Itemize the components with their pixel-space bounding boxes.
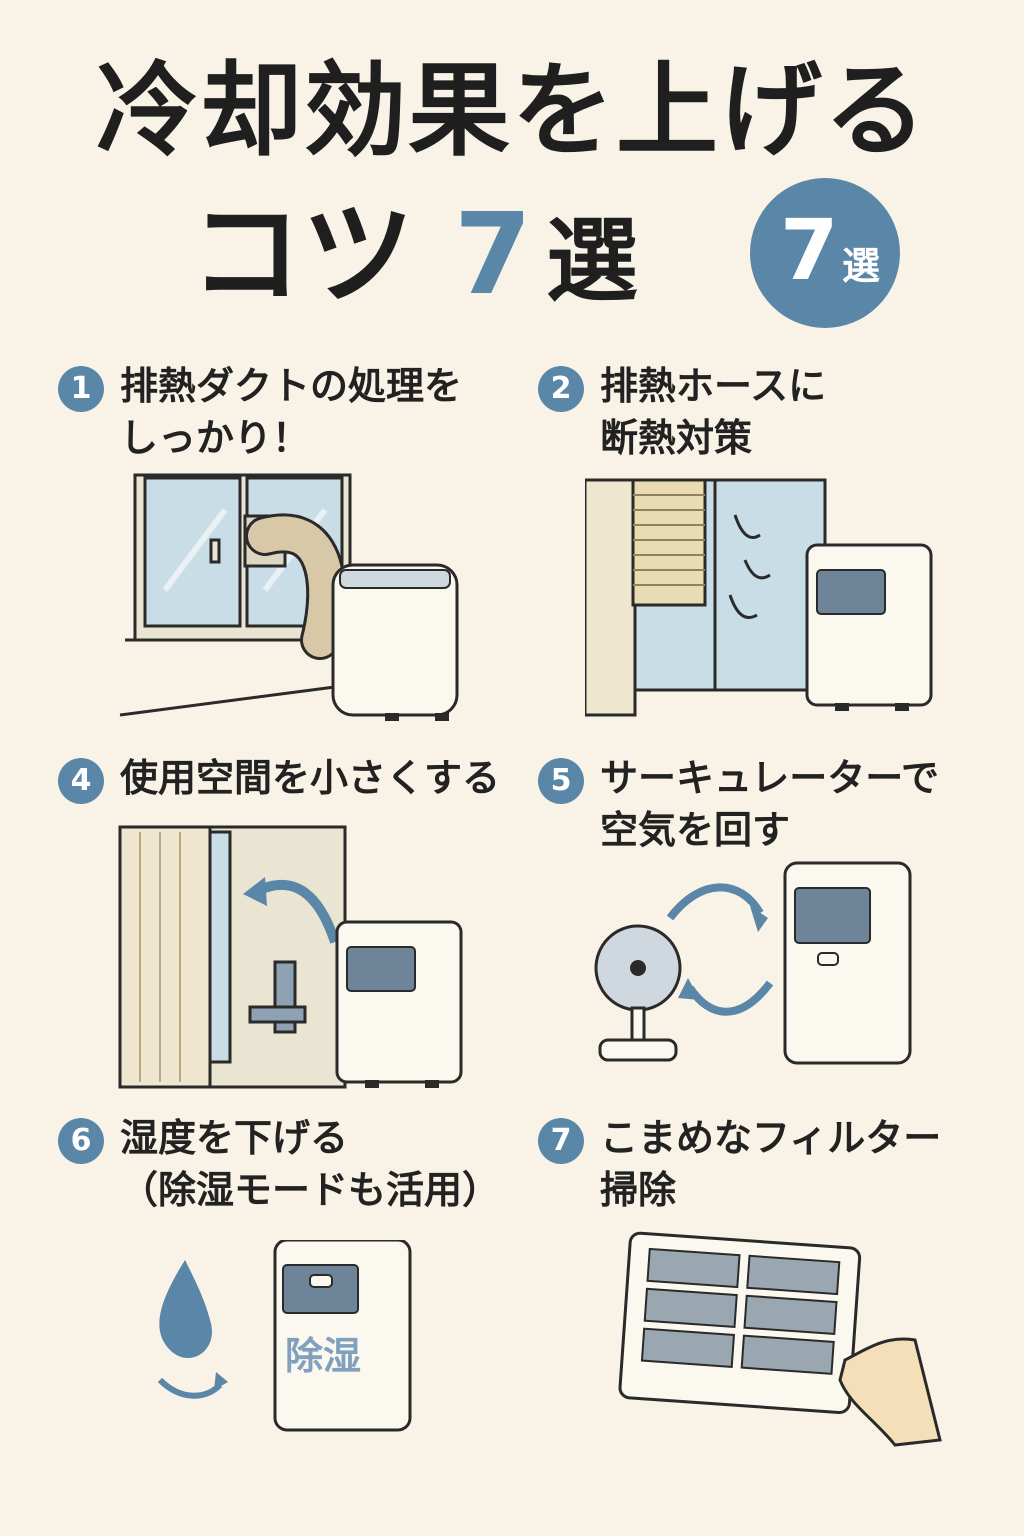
hose-insulation-illustration — [585, 478, 933, 717]
tip-4-number: 4 — [58, 758, 104, 804]
page-title-line1: 冷却効果を上げる — [96, 52, 928, 171]
tip-6-text: 湿度を下げる （除湿モードも活用） — [120, 1112, 500, 1216]
tip-2-number: 2 — [538, 366, 584, 412]
tip-5-number: 5 — [538, 758, 584, 804]
tip-6-line2: （除湿モードも活用） — [120, 1168, 501, 1212]
tip-7-line1: こまめなフィルター — [600, 1116, 942, 1160]
dehumidify-label: 除湿 — [285, 1334, 362, 1378]
tip-4-line1: 使用空間を小さくする — [120, 756, 501, 800]
tip-5-line2: 空気を回す — [600, 808, 791, 852]
tip-4-text: 使用空間を小さくする — [120, 752, 500, 804]
exhaust-duct-illustration — [119, 473, 459, 721]
count-badge: 7 選 — [750, 178, 900, 328]
tip-2-line1: 排熱ホースに — [600, 364, 827, 408]
tip-6-number: 6 — [58, 1118, 104, 1164]
tip-7-number: 7 — [538, 1118, 584, 1164]
tip-5-text: サーキュレーターで 空気を回す — [600, 752, 939, 856]
tip-5-line1: サーキュレーターで — [600, 756, 939, 800]
tip-1-text: 排熱ダクトの処理を しっかり！ — [120, 360, 462, 464]
title-suffix: 選 — [545, 208, 638, 315]
tip-2-text: 排熱ホースに 断熱対策 — [600, 360, 826, 464]
tip-1-line1: 排熱ダクトの処理を — [120, 364, 463, 408]
filter-cleaning-illustration — [618, 1231, 942, 1447]
tip-2-line2: 断熱対策 — [600, 416, 753, 460]
tip-1-line2: しっかり！ — [120, 416, 311, 460]
tip-6-line1: 湿度を下げる — [120, 1116, 349, 1160]
small-space-illustration — [118, 825, 463, 1089]
circulator-illustration — [594, 861, 912, 1065]
tip-1-number: 1 — [58, 366, 104, 412]
dehumidify-illustration — [157, 1240, 412, 1432]
tip-7-text: こまめなフィルター 掃除 — [600, 1112, 941, 1216]
title-kotsu: コツ — [190, 190, 414, 320]
badge-number: 7 — [780, 201, 839, 299]
badge-suffix: 選 — [842, 244, 881, 288]
tip-7-line2: 掃除 — [600, 1168, 677, 1212]
title-number: 7 — [454, 190, 532, 320]
